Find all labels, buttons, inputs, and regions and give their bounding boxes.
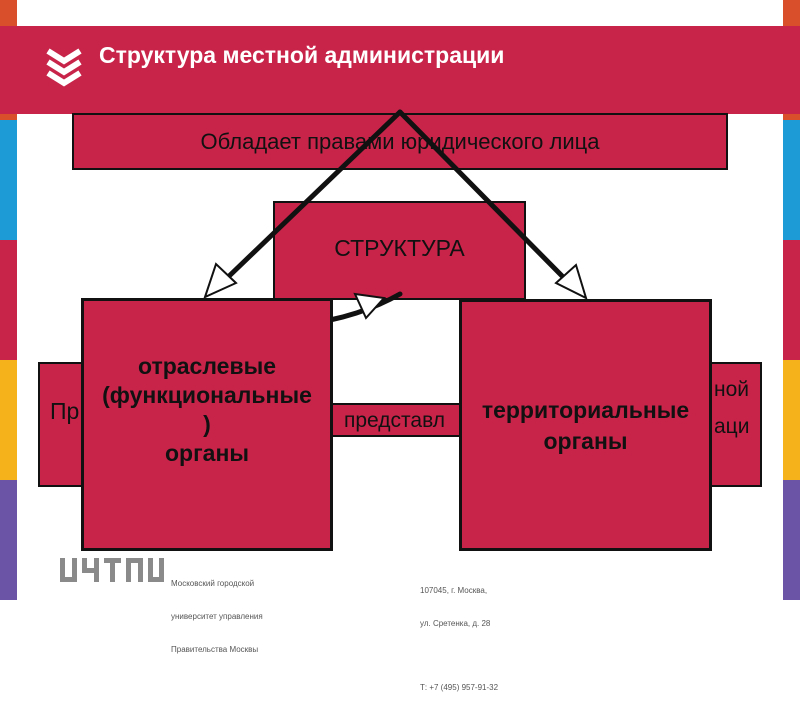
legal-entity-label: Обладает правами юридического лица [200,129,600,154]
back-middle-box: представл [325,403,475,437]
sectoral-organs-label: отраслевые (функциональные ) органы [84,352,330,468]
address-line-1: 107045, г. Москва, [420,586,488,595]
university-name: Московский городской университет управле… [171,556,263,666]
address-line-2: ул. Сретенка, д. 28 [420,619,491,628]
address-line-4: Т: +7 (495) 957-91-32 [420,683,499,692]
arrow-to-right-box [397,109,571,285]
sectoral-line-3: ) [203,411,211,437]
diagram-arrows [203,109,588,323]
page-title: Структура местной администрации [99,42,505,68]
structure-box: СТРУКТУРА [273,201,526,300]
sectoral-organs-box: отраслевые (функциональные ) органы [81,298,333,551]
chevron-down-icon [46,48,82,87]
arrow-to-left-box [222,109,403,283]
university-logo-icon [60,558,164,582]
org-line-1: Московский городской [171,579,255,588]
territorial-organs-label: территориальные органы [462,395,709,457]
header-bar [0,26,800,114]
territorial-organs-box: территориальные органы [459,299,712,551]
back-right-fragment-1: ной [714,378,750,401]
arrowhead-left [203,262,238,299]
sectoral-line-1: отраслевые [137,353,277,379]
territorial-line-2: органы [543,428,628,454]
org-line-3: Правительства Москвы [171,645,259,654]
org-line-2: университет управления [171,612,263,621]
legal-entity-box: Обладает правами юридического лица [72,113,728,170]
back-left-fragment: Пр [50,398,80,424]
arrowhead-right [554,263,588,300]
structure-label: СТРУКТУРА [334,235,465,261]
territorial-line-1: территориальные [481,397,690,423]
sectoral-line-2: (функциональные [102,382,312,408]
sectoral-line-4: органы [164,440,249,466]
back-middle-fragment: представл [344,409,446,432]
back-right-fragment-2: аци [714,415,750,438]
address-line-3 [420,651,498,660]
contact-address: 107045, г. Москва, ул. Сретенка, д. 28 Т… [420,563,498,704]
arrowhead-curved [353,292,387,320]
